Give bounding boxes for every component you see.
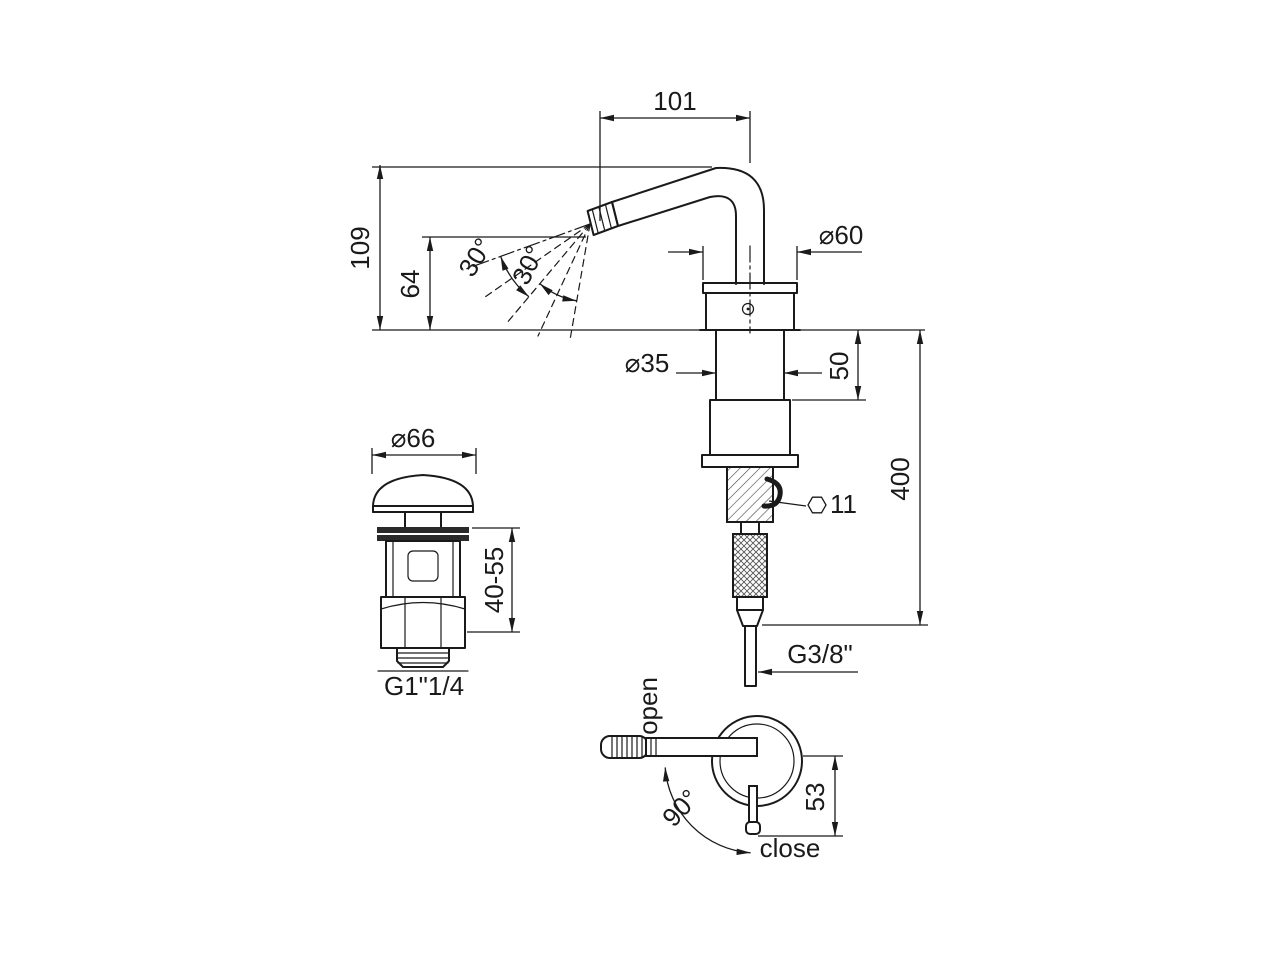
handle-knurl (611, 735, 643, 759)
drain-body (385, 540, 461, 598)
label-dia66: ⌀66 (391, 423, 436, 453)
drain-washer (377, 527, 469, 541)
label-53: 53 (800, 783, 830, 812)
label-g114: G1"1/4 (384, 671, 464, 701)
handle-lever (600, 735, 758, 759)
label-hex11: 11 (830, 489, 857, 519)
label-dia60: ⌀60 (819, 220, 864, 250)
dim-handle-drop: 53 (758, 755, 843, 837)
label-30-upper: 30° (452, 233, 498, 282)
dim-base-diameter: ⌀60 (668, 220, 863, 280)
dim-supply-length: 400 (762, 330, 928, 626)
spout (611, 166, 765, 285)
dim-handle-rotation: 90° (656, 767, 751, 856)
label-dia35: ⌀35 (625, 348, 670, 378)
aerator (586, 201, 619, 236)
dim-body-height: 50 (792, 330, 866, 401)
label-g38: G3/8" (787, 639, 853, 669)
label-30-lower: 30° (506, 241, 550, 289)
main-faucet-view (462, 166, 801, 687)
dim-height-overall: 109 (345, 165, 925, 331)
dim-waste-cap-diameter: ⌀66 (371, 423, 477, 474)
drain-thread (377, 647, 469, 672)
hexagon-icon (807, 496, 827, 514)
supply-hose (732, 521, 768, 687)
label-close: close (760, 833, 821, 863)
retaining-clip (761, 476, 783, 509)
drain-assembly-view: G1"1/4 (372, 474, 474, 701)
dim-spout-offset: 101 (599, 86, 751, 221)
dim-height-aerator: 64 (395, 236, 586, 330)
label-64: 64 (395, 270, 425, 299)
label-400: 400 (885, 457, 915, 500)
dim-body-diameter: ⌀35 (625, 348, 822, 378)
label-90: 90° (656, 783, 705, 832)
drain-hex-nut (380, 596, 466, 649)
dim-supply-thread: G3/8" (758, 639, 858, 676)
label-40-55: 40-55 (479, 547, 509, 614)
spray-pattern (462, 223, 591, 341)
handle-pin-closed (745, 785, 761, 835)
dim-clamp-range: 40-55 (467, 527, 520, 633)
label-50: 50 (824, 352, 854, 381)
dim-spray-angles: 30° 30° (452, 233, 577, 302)
label-open: open (633, 677, 663, 735)
label-109: 109 (345, 226, 375, 269)
label-101: 101 (653, 86, 696, 116)
base-cap (699, 245, 801, 334)
drain-dome-cap (372, 474, 474, 528)
faucet-body (701, 329, 799, 468)
callout-hex-size: 11 (768, 489, 857, 519)
handle-detail-view: 90° open close 53 (600, 677, 843, 863)
threaded-shank (726, 466, 774, 523)
